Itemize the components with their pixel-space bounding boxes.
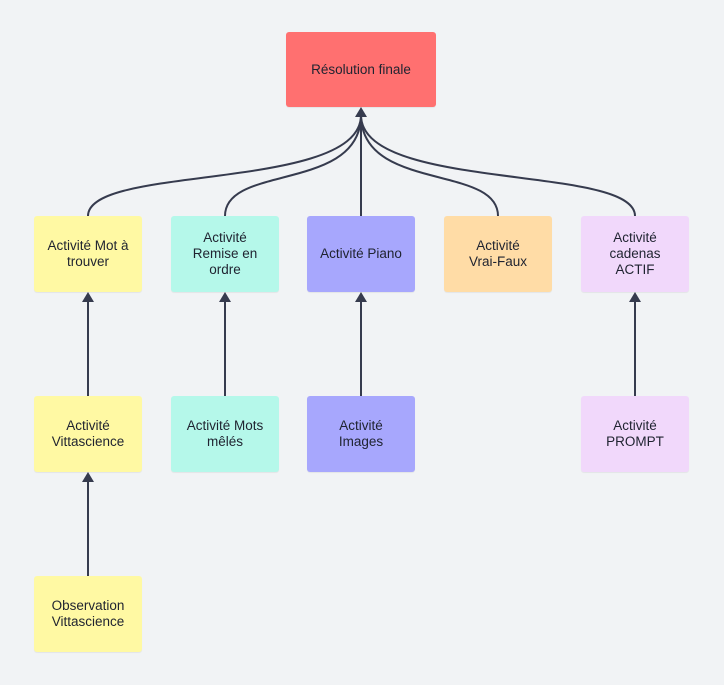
node-activite-prompt[interactable]: Activité PROMPT (581, 396, 689, 472)
edge-remise-to-resolution (224, 114, 362, 217)
node-activite-vittascience[interactable]: Activité Vittascience (34, 396, 142, 472)
node-observation-vittascience[interactable]: Observation Vittascience (34, 576, 142, 652)
edge-mot-to-resolution (87, 114, 362, 217)
arrowhead-vitta (82, 472, 94, 482)
arrowhead-piano (355, 292, 367, 302)
node-resolution-finale[interactable]: Résolution finale (286, 32, 436, 107)
arrowhead-resolution (355, 107, 367, 117)
arrowhead-mot (82, 292, 94, 302)
arrowhead-cadenas (629, 292, 641, 302)
edge-cadenas-to-resolution (360, 114, 636, 217)
arrowhead-remise (219, 292, 231, 302)
node-activite-piano[interactable]: Activité Piano (307, 216, 415, 292)
node-activite-cadenas-actif[interactable]: Activité cadenas ACTIF (581, 216, 689, 292)
node-activite-remise-en-ordre[interactable]: Activité Remise en ordre (171, 216, 279, 292)
edge-vrai-to-resolution (360, 114, 499, 217)
node-activite-mot-a-trouver[interactable]: Activité Mot à trouver (34, 216, 142, 292)
node-activite-mots-meles[interactable]: Activité Mots mêlés (171, 396, 279, 472)
node-activite-vrai-faux[interactable]: Activité Vrai-Faux (444, 216, 552, 292)
node-activite-images[interactable]: Activité Images (307, 396, 415, 472)
